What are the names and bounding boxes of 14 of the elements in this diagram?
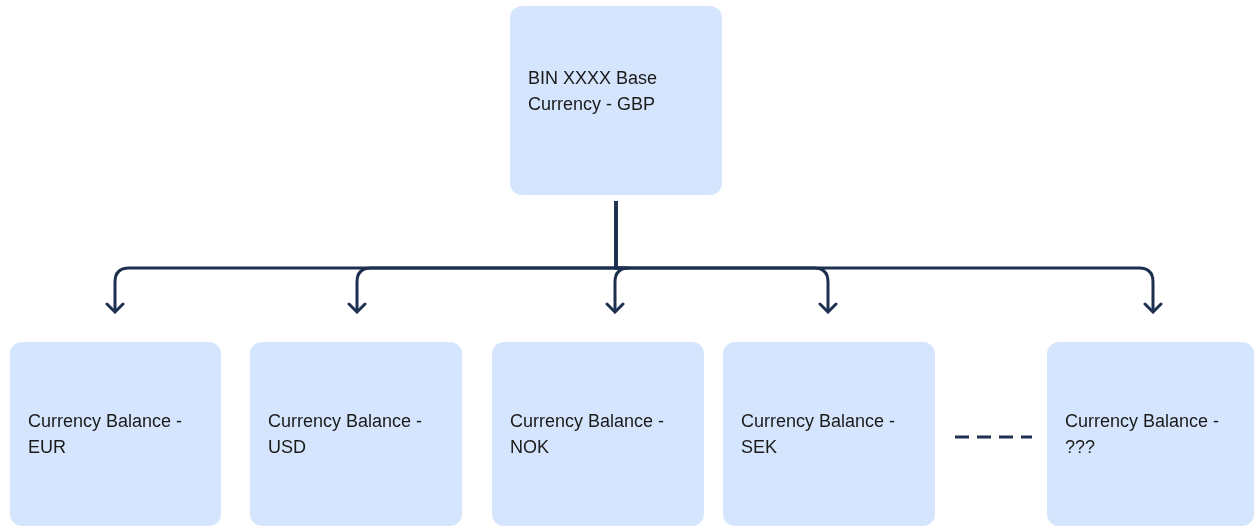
currency-box — [723, 342, 935, 526]
box-label: Currency Balance - NOK — [510, 410, 666, 459]
box-label: Currency Balance - EUR — [28, 410, 184, 459]
box-label: Currency Balance - SEK — [741, 410, 897, 459]
box-label: Currency Balance - ??? — [1065, 410, 1221, 459]
currency-box — [510, 6, 722, 195]
currency-box — [1047, 342, 1254, 526]
currency-box — [250, 342, 462, 526]
box-label: Currency Balance - USD — [268, 410, 424, 459]
dashed-line — [955, 435, 1032, 439]
arrow — [614, 201, 1163, 314]
currency-box — [492, 342, 704, 526]
currency-box — [10, 342, 221, 526]
box-label: BIN XXXX Base Currency - GBP — [528, 66, 659, 116]
